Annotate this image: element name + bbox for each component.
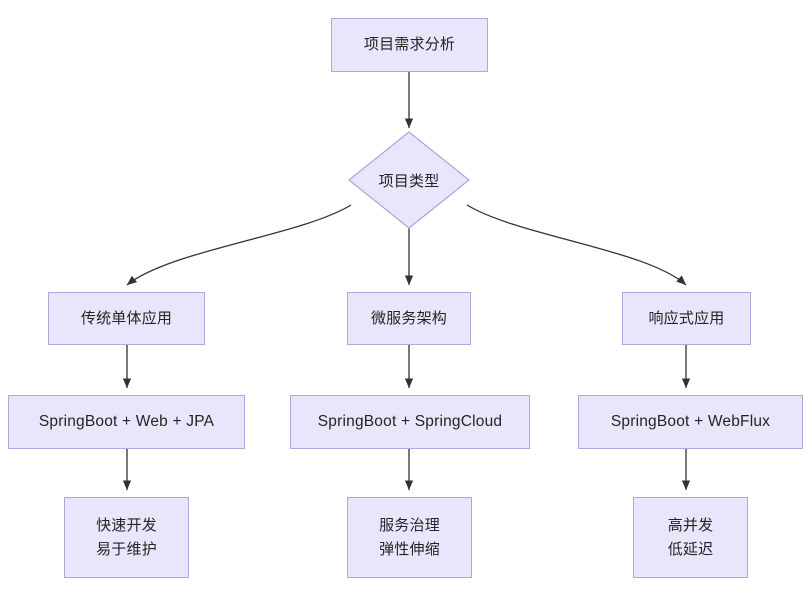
node-label-line-2: 低延迟 bbox=[667, 540, 714, 558]
edge-decision-to-branch-right bbox=[466, 204, 687, 286]
node-label: 项目类型 bbox=[378, 172, 440, 190]
node-result-fast-dev-easy-maintain[interactable]: 快速开发 易于维护 bbox=[64, 497, 189, 578]
node-result-high-concurrency-low-latency[interactable]: 高并发 低延迟 bbox=[633, 497, 748, 578]
node-label: SpringBoot + WebFlux bbox=[610, 412, 771, 430]
node-result-service-governance-elastic[interactable]: 服务治理 弹性伸缩 bbox=[347, 497, 472, 578]
node-stack-springboot-webflux[interactable]: SpringBoot + WebFlux bbox=[578, 395, 803, 449]
node-stack-springboot-web-jpa[interactable]: SpringBoot + Web + JPA bbox=[8, 395, 245, 449]
edge-decision-to-branch-left bbox=[126, 204, 352, 286]
node-label-line-2: 弹性伸缩 bbox=[379, 540, 440, 558]
node-stack-springboot-springcloud[interactable]: SpringBoot + SpringCloud bbox=[290, 395, 530, 449]
node-label: 响应式应用 bbox=[648, 309, 725, 327]
diamond-shape bbox=[348, 131, 470, 229]
node-microservice-architecture[interactable]: 微服务架构 bbox=[347, 292, 471, 345]
node-project-type-decision[interactable]: 项目类型 bbox=[348, 131, 470, 229]
node-label-line-1: 高并发 bbox=[667, 517, 714, 535]
node-label-line-1: 服务治理 bbox=[379, 517, 440, 535]
node-project-requirement-analysis[interactable]: 项目需求分析 bbox=[331, 18, 488, 72]
node-label-line-1: 快速开发 bbox=[96, 517, 157, 535]
node-label: 微服务架构 bbox=[370, 309, 447, 327]
node-label-line-2: 易于维护 bbox=[96, 540, 157, 558]
node-traditional-monolith-app[interactable]: 传统单体应用 bbox=[48, 292, 205, 345]
node-label: SpringBoot + SpringCloud bbox=[317, 412, 503, 430]
node-label: SpringBoot + Web + JPA bbox=[38, 412, 215, 430]
node-reactive-app[interactable]: 响应式应用 bbox=[622, 292, 751, 345]
node-label: 传统单体应用 bbox=[80, 309, 173, 327]
node-label: 项目需求分析 bbox=[363, 36, 456, 54]
